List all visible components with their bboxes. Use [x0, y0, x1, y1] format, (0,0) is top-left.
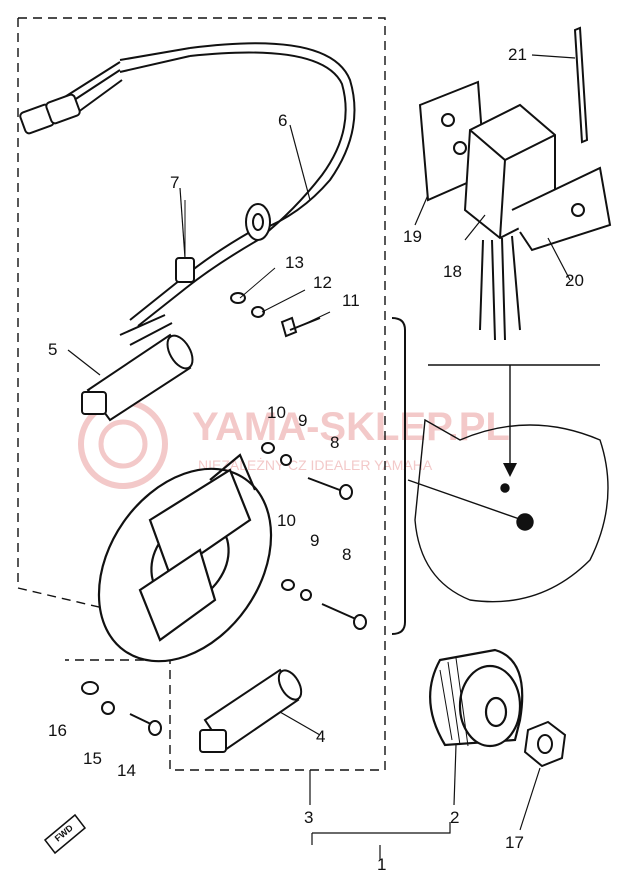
callout-20: 20 [565, 271, 584, 290]
callout-7: 7 [170, 173, 179, 192]
fwd-marker: FWD [43, 813, 87, 855]
leader-lines [67, 54, 576, 860]
clamp [175, 200, 195, 283]
callout-3: 3 [304, 808, 313, 827]
callout-2: 2 [450, 808, 459, 827]
callout-1: 1 [377, 855, 386, 874]
watermark: YAMA-SKLEP.PL NIEZALEŻNY CZ IDEALER YAMA… [78, 399, 510, 489]
charge-coil [199, 668, 303, 753]
callout-16: 16 [48, 721, 67, 740]
callouts: 1 2 3 4 5 6 7 8 8 9 9 10 10 11 12 13 14 … [48, 45, 584, 874]
flywheel [429, 648, 524, 748]
callout-15: 15 [83, 749, 102, 768]
callout-12: 12 [313, 273, 332, 292]
callout-19: 19 [403, 227, 422, 246]
callout-17: 17 [505, 833, 524, 852]
cdi-unit [418, 26, 612, 341]
callout-13: 13 [285, 253, 304, 272]
callout-9-lower: 9 [310, 531, 319, 550]
callout-11: 11 [342, 291, 360, 310]
callout-8-lower: 8 [342, 545, 351, 564]
lower-hardware [81, 681, 162, 736]
engine-outline [407, 364, 609, 603]
assembly-outline [17, 17, 386, 771]
washers-and-screw [230, 267, 331, 338]
callout-9-upper: 9 [298, 411, 307, 430]
pulser-coil [81, 314, 194, 422]
callout-14: 14 [117, 761, 136, 780]
callout-6: 6 [278, 111, 287, 130]
watermark-text: YAMA-SKLEP.PL [192, 405, 510, 449]
callout-10-upper: 10 [267, 403, 286, 422]
callout-8-upper: 8 [330, 433, 339, 452]
callout-5: 5 [48, 340, 57, 359]
flywheel-nut [523, 720, 567, 768]
callout-4: 4 [316, 727, 325, 746]
stator-plate [97, 453, 273, 663]
location-bracket [391, 317, 406, 635]
watermark-subtext: NIEZALEŻNY CZ IDEALER YAMAHA [198, 456, 433, 473]
callout-18: 18 [443, 262, 462, 281]
callout-10-lower: 10 [277, 511, 296, 530]
callout-21: 21 [508, 45, 527, 64]
wire-harness [19, 42, 356, 327]
bolts-washers [261, 442, 367, 630]
